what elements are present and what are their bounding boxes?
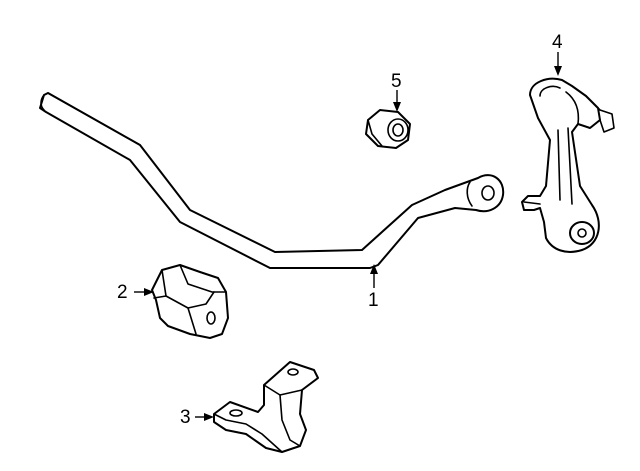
callout-4: 4: [552, 32, 563, 53]
leader-4: [554, 52, 562, 76]
bracket: [213, 361, 319, 453]
callout-5: 5: [391, 71, 402, 92]
leader-2: [134, 288, 154, 296]
stabilizer-bar: [39, 92, 505, 269]
bushing: [151, 264, 229, 339]
stabilizer-link: [521, 77, 615, 253]
leader-1: [370, 264, 378, 288]
callout-2: 2: [117, 282, 128, 303]
leader-3: [195, 413, 214, 421]
callout-1: 1: [368, 290, 379, 311]
callout-3: 3: [180, 407, 191, 428]
leader-5: [393, 90, 401, 112]
nut: [365, 109, 411, 149]
